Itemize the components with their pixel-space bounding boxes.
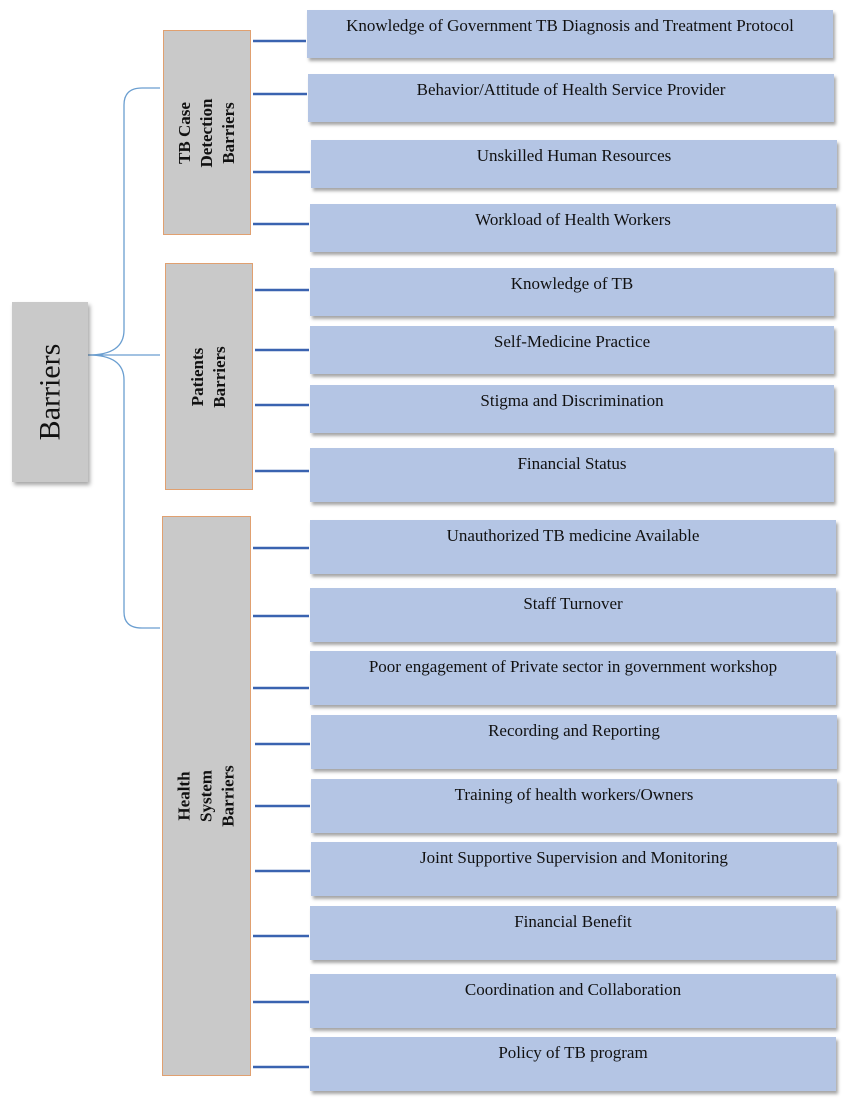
item-box: Financial Status: [310, 448, 834, 502]
item-box: Training of health workers/Owners: [311, 779, 837, 833]
item-box: Knowledge of Government TB Diagnosis and…: [307, 10, 833, 58]
item-box: Behavior/Attitude of Health Service Prov…: [308, 74, 834, 122]
category-health-system-barriers: Health System Barriers: [162, 516, 251, 1076]
item-box: Knowledge of TB: [310, 268, 834, 316]
item-box: Coordination and Collaboration: [310, 974, 836, 1028]
root-node-barriers: Barriers: [12, 302, 88, 482]
item-box: Joint Supportive Supervision and Monitor…: [311, 842, 837, 896]
category-patients-barriers: Patients Barriers: [165, 263, 253, 490]
category-label: Health System Barriers: [174, 765, 238, 827]
category-tb-case-detection-barriers: TB Case Detection Barriers: [163, 30, 251, 235]
item-box: Staff Turnover: [310, 588, 836, 642]
item-box: Poor engagement of Private sector in gov…: [310, 651, 836, 705]
item-box: Unauthorized TB medicine Available: [310, 520, 836, 574]
root-label: Barriers: [33, 343, 66, 441]
item-box: Financial Benefit: [310, 906, 836, 960]
item-box: Stigma and Discrimination: [310, 385, 834, 433]
item-box: Unskilled Human Resources: [311, 140, 837, 188]
item-box: Workload of Health Workers: [310, 204, 836, 252]
category-label: TB Case Detection Barriers: [175, 98, 238, 167]
category-label: Patients Barriers: [188, 345, 229, 408]
item-box: Policy of TB program: [310, 1037, 836, 1091]
root-brace: [87, 87, 160, 629]
item-box: Self-Medicine Practice: [310, 326, 834, 374]
item-box: Recording and Reporting: [311, 715, 837, 769]
